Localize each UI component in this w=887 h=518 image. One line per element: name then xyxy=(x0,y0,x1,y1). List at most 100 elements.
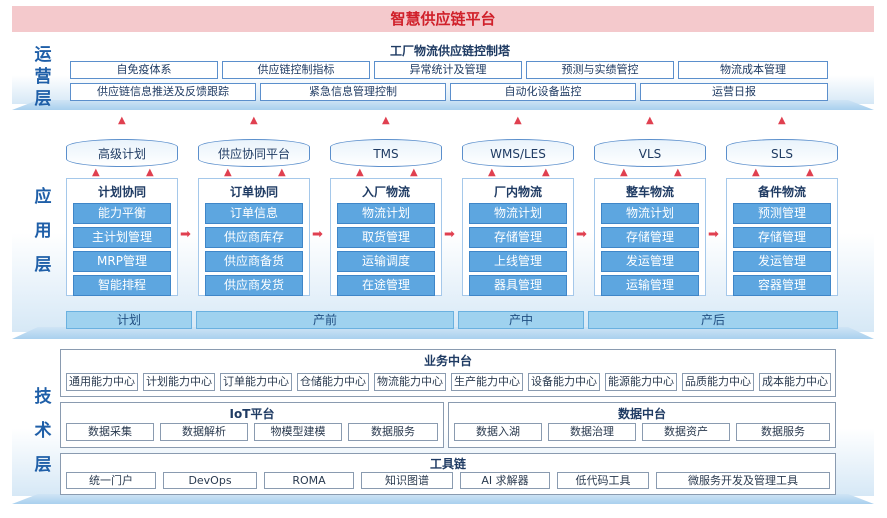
list-item: 供应商发货 xyxy=(205,275,303,296)
capability-center: 生产能力中心 xyxy=(451,373,523,391)
list-item: 器具管理 xyxy=(469,275,567,296)
arrow-up-icon: ▲ xyxy=(620,167,628,178)
system-cylinder-supply: 供应协同平台 xyxy=(198,139,310,167)
data-item: 数据服务 xyxy=(736,423,830,441)
arrow-up-icon: ▲ xyxy=(382,115,390,126)
data-platform-title: 数据中台 xyxy=(617,407,666,421)
column-title: 订单协同 xyxy=(229,185,278,199)
arrow-up-icon: ▲ xyxy=(674,167,682,178)
list-item: 取货管理 xyxy=(337,227,435,248)
app-column-vehicle: 整车物流 物流计划 存储管理 发运管理 运输管理 xyxy=(594,178,706,296)
list-item: 主计划管理 xyxy=(73,227,171,248)
list-item: 存储管理 xyxy=(469,227,567,248)
capability-center: 仓储能力中心 xyxy=(297,373,369,391)
app-column-parts: 备件物流 预测管理 存储管理 发运管理 容器管理 xyxy=(726,178,838,296)
arrow-up-icon: ▲ xyxy=(488,167,496,178)
list-item: 存储管理 xyxy=(601,227,699,248)
system-cylinder-sls: SLS xyxy=(726,139,838,167)
system-cylinder-vls: VLS xyxy=(594,139,706,167)
capability-center: 通用能力中心 xyxy=(66,373,138,391)
tool-item: 低代码工具 xyxy=(557,472,649,489)
list-item: 供应商备货 xyxy=(205,251,303,272)
iot-item: 数据解析 xyxy=(160,423,248,441)
app-column-inbound: 入厂物流 物流计划 取货管理 运输调度 在途管理 xyxy=(330,178,442,296)
list-item: 预测管理 xyxy=(733,203,831,224)
arrow-up-icon: ▲ xyxy=(146,167,154,178)
list-item: 容器管理 xyxy=(733,275,831,296)
list-item: 运输调度 xyxy=(337,251,435,272)
arrow-right-icon: ➡ xyxy=(180,227,191,242)
app-column-planning: 计划协同 能力平衡 主计划管理 MRP管理 智能排程 xyxy=(66,178,178,296)
tool-item: 知识图谱 xyxy=(361,472,453,489)
data-item: 数据入湖 xyxy=(454,423,542,441)
app-column-order: 订单协同 订单信息 供应商库存 供应商备货 供应商发货 xyxy=(198,178,310,296)
app-layer-base xyxy=(12,327,874,339)
arrow-up-icon: ▲ xyxy=(250,115,258,126)
list-item: 上线管理 xyxy=(469,251,567,272)
tool-item: AI 求解器 xyxy=(460,472,550,489)
capability-center: 计划能力中心 xyxy=(143,373,215,391)
list-item: 智能排程 xyxy=(73,275,171,296)
ops-box-7: 紧急信息管理控制 xyxy=(260,83,446,101)
arrow-right-icon: ➡ xyxy=(444,227,455,242)
arrow-up-icon: ▲ xyxy=(410,167,418,178)
column-title: 计划协同 xyxy=(97,185,146,199)
capability-center: 品质能力中心 xyxy=(682,373,754,391)
arrow-up-icon: ▲ xyxy=(778,115,786,126)
arrow-up-icon: ▲ xyxy=(118,115,126,126)
phase-pre-production: 产前 xyxy=(196,311,454,329)
app-column-inplant: 厂内物流 物流计划 存储管理 上线管理 器具管理 xyxy=(462,178,574,296)
ops-box-5: 物流成本管理 xyxy=(678,61,828,79)
ops-layer-base xyxy=(12,100,874,110)
capability-center: 能源能力中心 xyxy=(605,373,677,391)
system-cylinder-wms: WMS/LES xyxy=(462,139,574,167)
tech-side-label: 技 术 层 xyxy=(34,387,52,475)
column-title: 整车物流 xyxy=(625,185,674,199)
ops-side-label: 运 营 层 xyxy=(34,45,52,109)
iot-item: 数据采集 xyxy=(66,423,154,441)
capability-center: 设备能力中心 xyxy=(528,373,600,391)
arrow-right-icon: ➡ xyxy=(312,227,323,242)
list-item: 运输管理 xyxy=(601,275,699,296)
ops-box-3: 异常统计及管理 xyxy=(374,61,522,79)
arrow-up-icon: ▲ xyxy=(92,167,100,178)
list-item: 物流计划 xyxy=(337,203,435,224)
page-title: 智慧供应链平台 xyxy=(12,6,874,32)
arrow-right-icon: ➡ xyxy=(576,227,587,242)
tool-item: 微服务开发及管理工具 xyxy=(656,472,830,489)
iot-item: 数据服务 xyxy=(348,423,438,441)
ops-box-1: 自免疫体系 xyxy=(70,61,218,79)
list-item: 物流计划 xyxy=(469,203,567,224)
ops-box-2: 供应链控制指标 xyxy=(222,61,370,79)
tech-layer-base xyxy=(12,494,874,504)
column-title: 入厂物流 xyxy=(361,185,410,199)
arrow-right-icon: ➡ xyxy=(708,227,719,242)
list-item: 能力平衡 xyxy=(73,203,171,224)
arrow-up-icon: ▲ xyxy=(646,115,654,126)
list-item: 订单信息 xyxy=(205,203,303,224)
arrow-up-icon: ▲ xyxy=(542,167,550,178)
list-item: 发运管理 xyxy=(733,251,831,272)
data-item: 数据资产 xyxy=(642,423,730,441)
list-item: 存储管理 xyxy=(733,227,831,248)
tool-item: ROMA xyxy=(264,472,354,489)
list-item: 供应商库存 xyxy=(205,227,303,248)
iot-platform-title: IoT平台 xyxy=(229,407,275,421)
list-item: 发运管理 xyxy=(601,251,699,272)
app-side-label: 应 用 层 xyxy=(34,187,52,275)
phase-plan: 计划 xyxy=(66,311,192,329)
system-cylinder-planning: 高级计划 xyxy=(66,139,178,167)
tool-item: DevOps xyxy=(163,472,257,489)
arrow-up-icon: ▲ xyxy=(224,167,232,178)
control-tower-title: 工厂物流供应链控制塔 xyxy=(389,44,510,58)
capability-center: 订单能力中心 xyxy=(220,373,292,391)
arrow-up-icon: ▲ xyxy=(806,167,814,178)
tool-item: 统一门户 xyxy=(66,472,156,489)
arrow-up-icon: ▲ xyxy=(356,167,364,178)
ops-box-9: 运营日报 xyxy=(640,83,828,101)
system-cylinder-tms: TMS xyxy=(330,139,442,167)
ops-box-6: 供应链信息推送及反馈跟踪 xyxy=(70,83,256,101)
arrow-up-icon: ▲ xyxy=(752,167,760,178)
iot-item: 物模型建模 xyxy=(254,423,342,441)
column-title: 厂内物流 xyxy=(493,185,542,199)
